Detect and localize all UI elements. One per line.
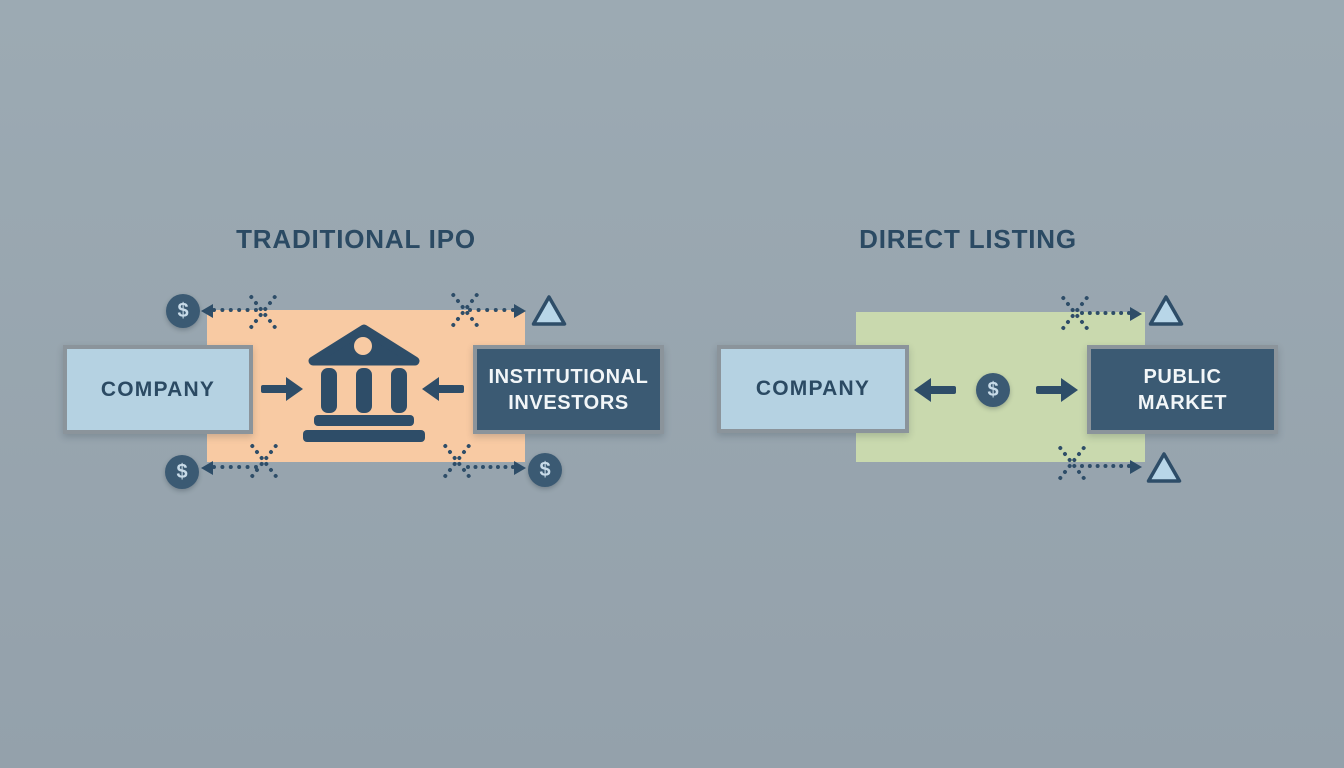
dotted-arrow-shares-top: [1080, 306, 1142, 322]
institutional-investors-box: INSTITUTIONAL INVESTORS: [473, 345, 664, 434]
dollar-badge: $: [528, 453, 562, 487]
shares-triangle-icon: [1146, 452, 1182, 483]
investors-label-line1: INSTITUTIONAL: [488, 365, 649, 388]
dollar-symbol: $: [176, 460, 188, 483]
dollar-badge: $: [165, 455, 199, 489]
dotted-arrow-fees-top: [201, 303, 258, 319]
dotted-arrow-shares-bottom: [1080, 459, 1142, 475]
dollar-symbol: $: [539, 458, 551, 481]
direct-listing-title: DIRECT LISTING: [859, 224, 1077, 254]
market-label-line2: MARKET: [1137, 391, 1228, 414]
dotted-arrow-money-bottom: [466, 460, 526, 476]
company-label: COMPANY: [755, 377, 871, 400]
shares-triangle-icon: [531, 295, 567, 326]
shares-triangle-icon: [1148, 295, 1184, 326]
flow-arrow-company-to-bank: [261, 377, 303, 401]
investors-label-line2: INVESTORS: [508, 391, 629, 414]
dotted-arrow-fees-bottom: [201, 460, 258, 476]
company-label: COMPANY: [100, 377, 216, 401]
traditional-ipo-title: TRADITIONAL IPO: [236, 224, 476, 254]
dotted-arrow-shares-top: [468, 303, 526, 319]
dollar-symbol: $: [177, 299, 189, 322]
bank-icon: [303, 324, 425, 442]
market-label-line1: PUBLIC: [1143, 365, 1222, 388]
company-box-left: COMPANY: [63, 345, 253, 434]
flow-arrow-to-public-market: [1036, 378, 1078, 402]
flow-arrow-investors-to-bank: [422, 377, 464, 401]
dollar-badge: $: [976, 373, 1010, 407]
flow-arrow-money-to-company: [914, 378, 956, 402]
dollar-symbol: $: [987, 378, 999, 401]
dollar-badge: $: [166, 294, 200, 328]
company-box-right: COMPANY: [717, 345, 909, 433]
public-market-box: PUBLIC MARKET: [1087, 345, 1278, 434]
